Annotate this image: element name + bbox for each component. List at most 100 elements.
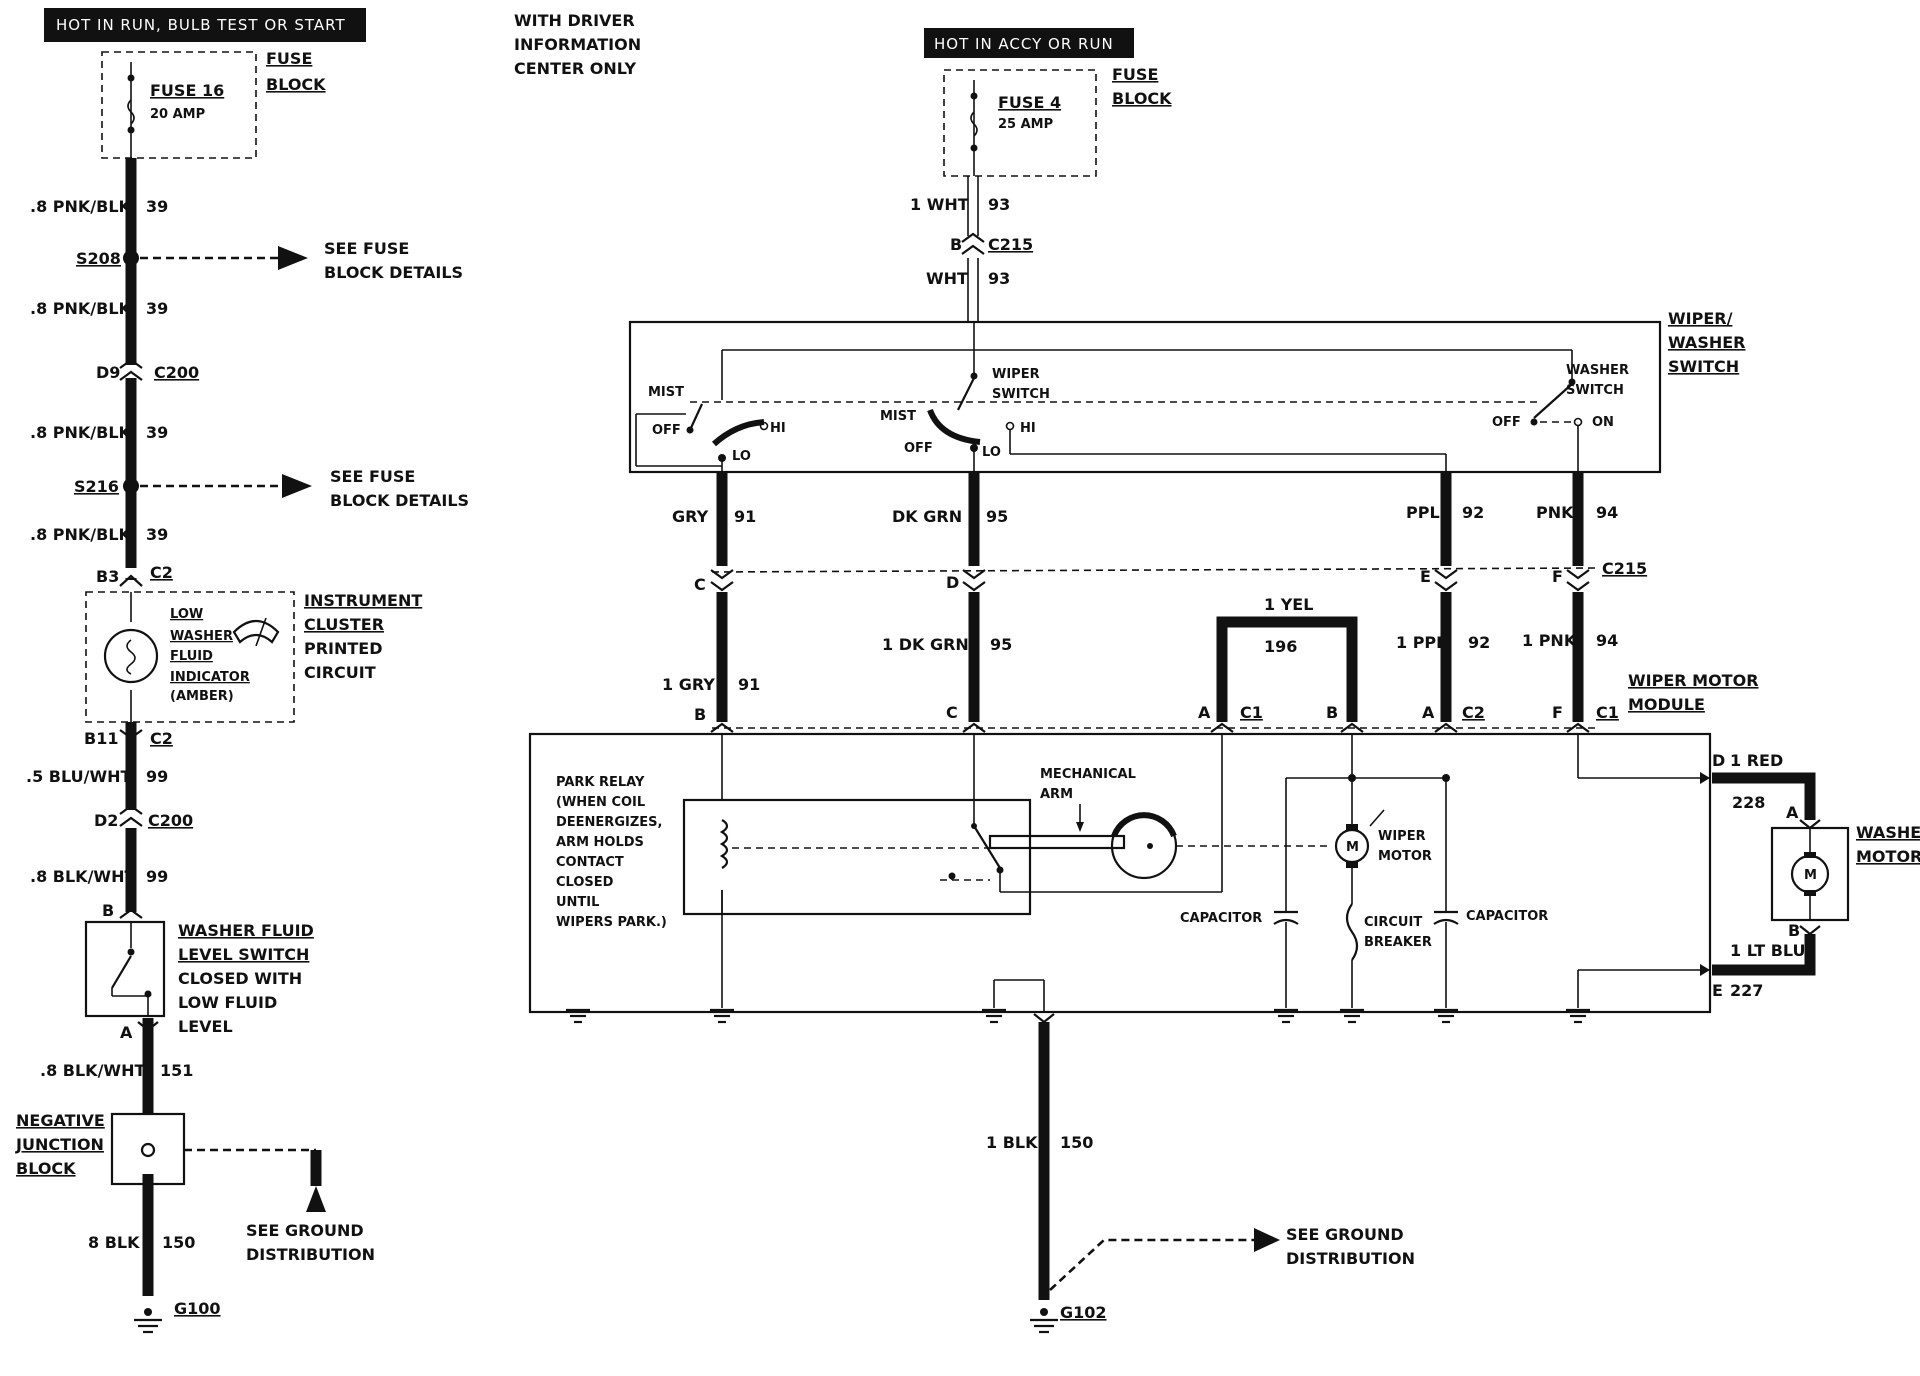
svg-text:C200: C200 xyxy=(154,363,199,382)
connector-c200-top-icon xyxy=(119,358,143,381)
connector-c2-bottom-icon xyxy=(119,729,143,740)
svg-text:PARK RELAY: PARK RELAY xyxy=(556,775,645,790)
ground-g102-icon xyxy=(1030,1308,1058,1334)
svg-text:MOTOR: MOTOR xyxy=(1856,847,1920,866)
mist-switch-contact-icon xyxy=(711,419,765,447)
wire6-color: .8 BLK/WHT xyxy=(30,867,135,886)
svg-text:OFF: OFF xyxy=(1492,415,1521,430)
svg-text:1 PPL: 1 PPL xyxy=(1396,633,1446,652)
svg-text:CLOSED: CLOSED xyxy=(556,875,614,890)
fuse-4-icon xyxy=(970,111,978,137)
svg-text:CIRCUIT: CIRCUIT xyxy=(1364,915,1422,930)
wire5-number: 99 xyxy=(146,767,168,786)
fuse-block-label: BLOCK xyxy=(266,75,326,94)
splice-s216-label: S216 xyxy=(74,477,119,496)
svg-text:LOW FLUID: LOW FLUID xyxy=(178,993,277,1012)
right-header-box xyxy=(924,28,1134,58)
svg-text:150: 150 xyxy=(1060,1133,1093,1152)
svg-text:PNK: PNK xyxy=(1536,503,1574,522)
svg-text:OFF: OFF xyxy=(652,423,681,438)
svg-text:LEVEL SWITCH: LEVEL SWITCH xyxy=(178,945,309,964)
svg-text:CONTACT: CONTACT xyxy=(556,855,624,870)
svg-text:WIPER: WIPER xyxy=(1378,829,1426,844)
svg-text:1 LT BLU: 1 LT BLU xyxy=(1730,941,1806,960)
negative-junction-block xyxy=(110,1112,186,1186)
svg-text:LEVEL: LEVEL xyxy=(178,1017,233,1036)
wire7-color: .8 BLK/WHT xyxy=(40,1061,145,1080)
svg-text:94: 94 xyxy=(1596,631,1618,650)
wire3-number: 39 xyxy=(146,423,168,442)
arrow-see-ground-left xyxy=(306,1186,326,1212)
svg-text:WIPER/: WIPER/ xyxy=(1668,309,1733,328)
svg-text:C215: C215 xyxy=(988,235,1033,254)
svg-text:BLOCK DETAILS: BLOCK DETAILS xyxy=(324,263,463,282)
svg-text:C1: C1 xyxy=(1240,703,1263,722)
svg-text:DEENERGIZES,: DEENERGIZES, xyxy=(556,815,662,830)
svg-text:MIST: MIST xyxy=(880,409,916,424)
svg-text:WASHER: WASHER xyxy=(1566,363,1629,378)
svg-text:PPL: PPL xyxy=(1406,503,1440,522)
note-driver-info: WITH DRIVER INFORMATION CENTER ONLY xyxy=(514,11,641,78)
park-relay-box xyxy=(682,798,1032,916)
splice-s216 xyxy=(123,478,139,494)
wiper-motor-module-box xyxy=(528,732,1712,1014)
svg-text:B: B xyxy=(1788,921,1800,940)
svg-text:CLOSED WITH: CLOSED WITH xyxy=(178,969,302,988)
svg-text:ARM HOLDS: ARM HOLDS xyxy=(556,835,644,850)
left-header-box xyxy=(44,8,366,42)
svg-text:M: M xyxy=(1804,868,1817,883)
svg-text:D: D xyxy=(1712,751,1725,770)
svg-text:F: F xyxy=(1552,703,1563,722)
connector-c200-bottom-icon xyxy=(119,804,143,827)
svg-text:C: C xyxy=(694,575,706,594)
svg-text:UNTIL: UNTIL xyxy=(556,895,599,910)
svg-text:ON: ON xyxy=(1592,415,1614,430)
ground-g102-label: G102 xyxy=(1060,1303,1107,1322)
svg-text:WIPER MOTOR: WIPER MOTOR xyxy=(1628,671,1759,690)
ground-distribution-wire xyxy=(1049,1238,1254,1291)
svg-text:WASHER FLUID: WASHER FLUID xyxy=(178,921,314,940)
circuit-breaker-icon xyxy=(1345,903,1359,961)
svg-text:A: A xyxy=(120,1023,133,1042)
svg-text:196: 196 xyxy=(1264,637,1297,656)
fuse-16-icon xyxy=(127,99,135,125)
svg-text:WHT: WHT xyxy=(926,269,968,288)
svg-text:LOW: LOW xyxy=(170,607,203,622)
svg-text:INFORMATION: INFORMATION xyxy=(514,35,641,54)
svg-text:BREAKER: BREAKER xyxy=(1364,935,1432,950)
wire1-number: 39 xyxy=(146,197,168,216)
wire5-color: .5 BLU/WHT xyxy=(26,767,131,786)
svg-text:B: B xyxy=(1326,703,1338,722)
ground-g100-label: G100 xyxy=(174,1299,221,1318)
svg-text:(AMBER): (AMBER) xyxy=(170,689,234,704)
wire3-color: .8 PNK/BLK xyxy=(30,423,132,442)
svg-text:95: 95 xyxy=(986,507,1008,526)
svg-text:1 WHT: 1 WHT xyxy=(910,195,969,214)
fuse-block-4 xyxy=(943,69,1097,177)
svg-text:CAPACITOR: CAPACITOR xyxy=(1466,909,1548,924)
svg-text:CAPACITOR: CAPACITOR xyxy=(1180,911,1262,926)
washer-indicator-icon xyxy=(232,619,280,644)
svg-text:D9: D9 xyxy=(96,363,120,382)
svg-text:HI: HI xyxy=(1020,421,1036,436)
svg-text:SEE FUSE: SEE FUSE xyxy=(324,239,409,258)
right-header: HOT IN ACCY OR RUN xyxy=(934,35,1114,53)
svg-text:1 BLK: 1 BLK xyxy=(986,1133,1038,1152)
right-circuit: HOT IN ACCY OR RUN FUSE 4 25 AMP FUSE BL… xyxy=(528,28,1920,1334)
svg-text:92: 92 xyxy=(1462,503,1484,522)
wire4-color: .8 PNK/BLK xyxy=(30,525,132,544)
svg-text:HI: HI xyxy=(770,421,786,436)
svg-text:C2: C2 xyxy=(1462,703,1485,722)
svg-text:SEE GROUND: SEE GROUND xyxy=(246,1221,364,1240)
svg-text:C1: C1 xyxy=(1596,703,1619,722)
svg-text:PRINTED: PRINTED xyxy=(304,639,383,658)
wire4-number: 39 xyxy=(146,525,168,544)
svg-text:D2: D2 xyxy=(94,811,118,830)
svg-text:92: 92 xyxy=(1468,633,1490,652)
svg-text:C: C xyxy=(946,703,958,722)
wire6-number: 99 xyxy=(146,867,168,886)
svg-text:B: B xyxy=(950,235,962,254)
svg-text:SEE FUSE: SEE FUSE xyxy=(330,467,415,486)
svg-text:SWITCH: SWITCH xyxy=(1566,383,1624,398)
